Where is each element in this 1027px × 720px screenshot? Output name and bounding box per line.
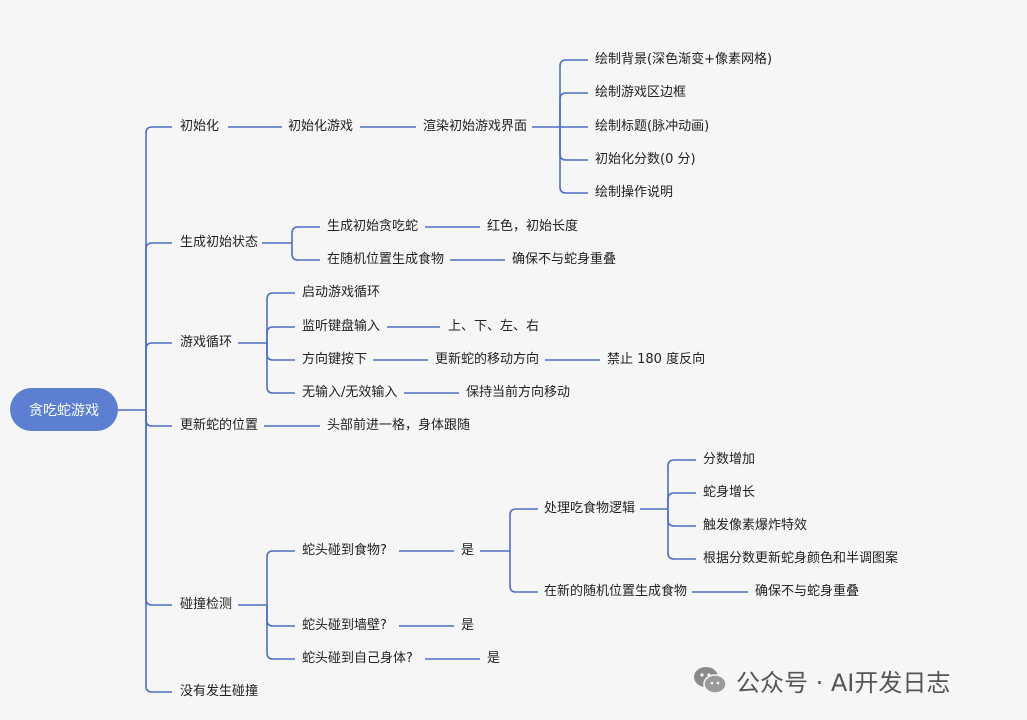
node-score-up[interactable]: 分数增加: [703, 452, 756, 467]
node-render-ui[interactable]: 渲染初始游戏界面: [423, 119, 528, 134]
node-yes-wall[interactable]: 是: [461, 618, 475, 633]
root-link-branch-3: [145, 410, 172, 427]
node-draw-help[interactable]: 绘制操作说明: [595, 185, 674, 200]
node-recolor[interactable]: 根据分数更新蛇身颜色和半调图案: [703, 551, 899, 566]
root-link-branch-4: [145, 410, 172, 606]
node-draw-border[interactable]: 绘制游戏区边框: [595, 85, 687, 100]
node-hit-wall[interactable]: 蛇头碰到墙壁?: [302, 618, 387, 633]
node-hit-food[interactable]: 蛇头碰到食物?: [302, 543, 387, 558]
node-no-input[interactable]: 无输入/无效输入: [302, 385, 398, 400]
node-start-loop[interactable]: 启动游戏循环: [302, 285, 381, 300]
node-dir-key[interactable]: 方向键按下: [302, 352, 368, 367]
eat-link-branch-0: [667, 459, 696, 509]
node-yes-self[interactable]: 是: [487, 651, 501, 666]
eat-link-branch-2: [667, 509, 696, 527]
collision-link-branch-0: [266, 550, 295, 605]
genstate-link-branch-1: [291, 243, 320, 261]
node-body-grow[interactable]: 蛇身增长: [703, 485, 756, 500]
node-dirs[interactable]: 上、下、左、右: [448, 319, 540, 334]
yes-link-branch-0: [509, 508, 538, 551]
node-init-game[interactable]: 初始化游戏: [288, 119, 354, 134]
node-init[interactable]: 初始化: [180, 119, 220, 134]
node-new-food[interactable]: 在新的随机位置生成食物: [544, 584, 688, 599]
watermark: 公众号 · AI开发日志: [692, 660, 950, 700]
node-pixel-fx[interactable]: 触发像素爆炸特效: [703, 518, 808, 533]
root-link-branch-0: [145, 126, 172, 410]
genstate-link-branch-0: [291, 226, 320, 243]
wechat-icon: [694, 667, 727, 694]
root-link-branch-2: [145, 342, 172, 410]
node-draw-title[interactable]: 绘制标题(脉冲动画): [595, 119, 710, 134]
node-gen-snake[interactable]: 生成初始贪吃蛇: [327, 219, 419, 234]
root-link-branch-1: [145, 242, 172, 410]
render-link-branch-4: [559, 127, 588, 194]
watermark-text: 公众号 · AI开发日志: [736, 668, 951, 697]
node-snake-attr[interactable]: 红色，初始长度: [487, 219, 579, 234]
node-hit-self[interactable]: 蛇头碰到自己身体?: [302, 651, 413, 666]
root-link-branch-5: [145, 410, 172, 693]
render-link-branch-3: [559, 127, 588, 161]
collision-link-branch-2: [266, 605, 295, 660]
node-yes-food[interactable]: 是: [461, 543, 475, 558]
node-eat-logic[interactable]: 处理吃食物逻辑: [544, 501, 636, 516]
yes-link-branch-1: [509, 551, 538, 593]
eat-link-branch-1: [667, 492, 696, 509]
node-keep-dir[interactable]: 保持当前方向移动: [466, 385, 571, 400]
gameloop-link-branch-2: [266, 343, 295, 361]
gameloop-link-branch-0: [266, 292, 295, 343]
node-no-collision[interactable]: 没有发生碰撞: [180, 684, 259, 699]
node-update-dir[interactable]: 更新蛇的移动方向: [435, 352, 540, 367]
node-listen-kb[interactable]: 监听键盘输入: [302, 319, 381, 334]
eat-link-branch-3: [667, 509, 696, 560]
render-link-branch-1: [559, 92, 588, 127]
render-link-branch-0: [559, 59, 588, 127]
node-new-food-check[interactable]: 确保不与蛇身重叠: [755, 584, 860, 599]
gameloop-link-branch-1: [266, 326, 295, 343]
gameloop-link-branch-3: [266, 343, 295, 394]
node-food-check[interactable]: 确保不与蛇身重叠: [512, 252, 617, 267]
node-collision[interactable]: 碰撞检测: [180, 597, 233, 612]
node-update-pos[interactable]: 更新蛇的位置: [180, 418, 259, 433]
node-game-loop[interactable]: 游戏循环: [180, 335, 233, 350]
collision-link-branch-1: [266, 605, 295, 627]
node-forbid-180[interactable]: 禁止 180 度反向: [607, 352, 706, 367]
node-draw-bg[interactable]: 绘制背景(深色渐变+像素网格): [595, 52, 773, 67]
node-gen-food[interactable]: 在随机位置生成食物: [327, 252, 445, 267]
node-gen-state[interactable]: 生成初始状态: [180, 235, 259, 250]
node-init-score[interactable]: 初始化分数(0 分): [595, 152, 696, 167]
root-node[interactable]: 贪吃蛇游戏: [10, 388, 118, 431]
node-head-move[interactable]: 头部前进一格，身体跟随: [327, 418, 471, 433]
